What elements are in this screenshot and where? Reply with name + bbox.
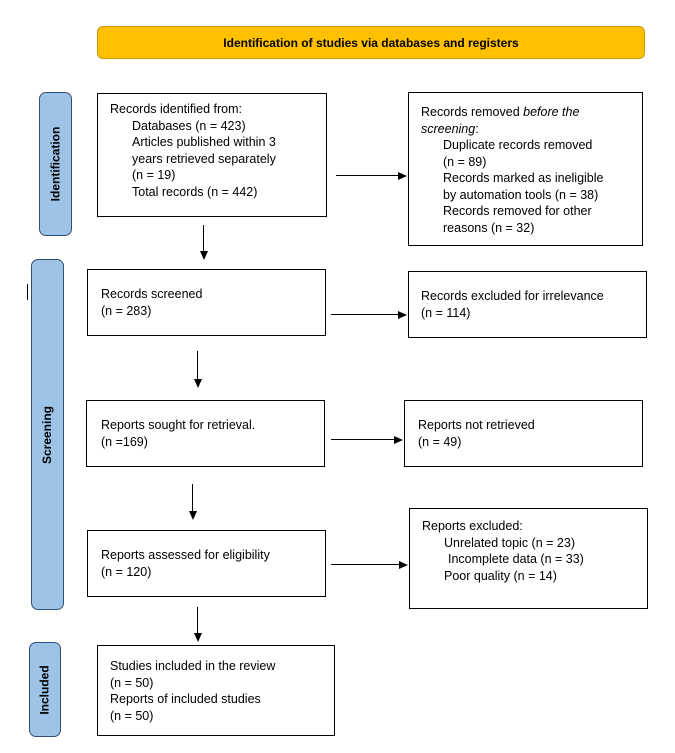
phase-identification: Identification (39, 92, 72, 236)
records-identified-line: (n = 19) (132, 168, 176, 182)
studies-included-line: Reports of included studies (110, 692, 261, 706)
reports-not-retrieved-label: Reports not retrieved (418, 418, 535, 432)
studies-included-line: (n = 50) (110, 675, 154, 690)
reports-excluded-line: Poor quality (n = 14) (444, 568, 557, 583)
reports-not-retrieved-count: (n = 49) (418, 434, 462, 449)
header-banner: Identification of studies via databases … (97, 26, 645, 59)
records-removed-line: Records marked as ineligible (443, 171, 604, 185)
records-screened-box: Records screened (n = 283) (87, 269, 326, 336)
records-excluded-count: (n = 114) (421, 305, 471, 320)
records-screened-label: Records screened (101, 287, 203, 301)
header-title: Identification of studies via databases … (223, 35, 519, 50)
arrowhead-right (398, 171, 407, 180)
phase-screening: Screening (31, 259, 64, 610)
records-identified-line: Databases (n = 423) (132, 118, 246, 133)
arrow-screened-to-sought (197, 351, 199, 379)
phase-identification-label: Identification (48, 126, 63, 202)
arrowhead-right (399, 560, 408, 569)
studies-included-line: Studies included in the review (110, 659, 276, 673)
reports-excluded-line: Unrelated topic (n = 23) (444, 535, 575, 550)
tick-mark (27, 284, 29, 300)
reports-excluded-box: Reports excluded: Unrelated topic (n = 2… (409, 508, 648, 609)
arrowhead-right (398, 310, 407, 319)
phase-included-label: Included (38, 664, 52, 715)
records-removed-line: reasons (n = 32) (443, 220, 535, 235)
records-removed-line: Records removed for other (443, 204, 592, 218)
records-identified-heading: Records identified from: (110, 102, 243, 116)
arrowhead-down (199, 251, 208, 260)
records-removed-line: Duplicate records removed (443, 138, 593, 152)
reports-assessed-box: Reports assessed for eligibility (n = 12… (87, 530, 326, 597)
records-identified-line: Articles published within 3 (132, 135, 276, 149)
arrow-assessed-to-included (197, 607, 199, 633)
arrowhead-down (193, 633, 202, 642)
reports-excluded-line: Incomplete data (n = 33) (448, 552, 584, 566)
reports-assessed-label: Reports assessed for eligibility (101, 548, 270, 562)
records-identified-line: Total records (n = 442) (132, 184, 258, 199)
arrowhead-down (188, 511, 197, 520)
reports-sought-label: Reports sought for retrieval. (101, 418, 256, 432)
records-removed-heading: Records removed before the (421, 105, 580, 119)
arrowhead-down (193, 379, 202, 388)
records-excluded-box: Records excluded for irrelevance (n = 11… (408, 271, 647, 338)
records-removed-box: Records removed before the screening: Du… (408, 92, 643, 246)
records-identified-box: Records identified from: Databases (n = … (97, 93, 327, 217)
records-identified-line: years retrieved separately (132, 151, 276, 166)
arrow-identified-to-screened (203, 225, 205, 251)
records-excluded-label: Records excluded for irrelevance (421, 289, 604, 303)
arrow-screened-to-excluded (331, 314, 398, 316)
reports-excluded-heading: Reports excluded: (422, 519, 523, 533)
arrow-identified-to-removed (336, 175, 398, 177)
records-screened-count: (n = 283) (101, 303, 152, 318)
phase-screening-label: Screening (40, 405, 55, 464)
phase-included: Included (29, 642, 61, 737)
reports-assessed-count: (n = 120) (101, 564, 152, 579)
reports-not-retrieved-box: Reports not retrieved (n = 49) (404, 400, 643, 467)
arrowhead-right (394, 435, 403, 444)
studies-included-box: Studies included in the review (n = 50) … (97, 645, 335, 736)
reports-sought-count: (n =169) (101, 434, 148, 449)
arrow-assessed-to-excluded (331, 564, 399, 566)
records-removed-line: (n = 89) (443, 154, 487, 169)
arrow-sought-to-assessed (192, 484, 194, 511)
records-removed-line: by automation tools (n = 38) (443, 187, 599, 202)
reports-sought-box: Reports sought for retrieval. (n =169) (86, 400, 325, 467)
arrow-sought-to-not-retrieved (331, 439, 394, 441)
studies-included-line: (n = 50) (110, 708, 154, 723)
records-removed-heading-cont: screening: (421, 121, 479, 136)
